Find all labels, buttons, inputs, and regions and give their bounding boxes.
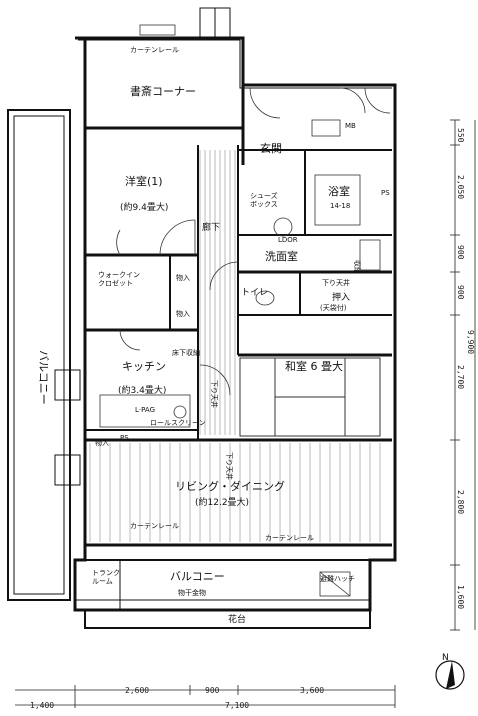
label-lowered-ceiling-2: 下り天井 [210,380,219,408]
label-washroom: 洗面室 [265,249,298,263]
label-storage: 収納 [353,260,362,274]
label-food-storage: 床下収納 [172,348,200,357]
door-swings [116,87,391,396]
label-bath: 浴室 [328,184,350,198]
fixtures [99,24,381,597]
label-roll-screen: ロールスクリーン [150,419,206,427]
label-western1-size: (約9.4畳大) [120,201,168,213]
dim-r-6: 1,600 [456,585,465,609]
dim-r-2: 900 [456,245,465,260]
label-lowered-ceiling-closet: 下り天井 [322,278,350,287]
dim-r-3: 900 [456,285,465,300]
dim-r-0: 550 [456,128,465,143]
dim-b-left: 1,400 [30,701,54,710]
label-washer: LDOR [278,236,298,244]
label-balcony-bottom: バルコニー [170,570,225,583]
label-closet-note: (天袋付) [320,303,347,312]
label-balcony-side: バルコニー [37,350,50,405]
label-curtain-rail-3: カーテンレール [265,534,314,542]
dim-r-4: 2,700 [456,365,465,389]
label-corridor: 廊下 [202,221,220,233]
label-ld: L·PAG [135,406,155,414]
label-living-dining: リビング・ダイニング [175,479,285,493]
label-lowered-ceiling-3: 下り天井 [225,452,234,480]
label-shoes-box: シューズボックス [250,191,278,208]
dim-b-0: 2,600 [125,686,149,695]
label-toilet: トイレ [241,288,268,298]
label-trunk-room: トランクルーム [92,569,120,585]
label-living-dining-size: (約12.2畳大) [195,496,249,508]
label-curtain-rail-1: カーテンレール [130,46,179,54]
label-storage-in-2: 物入 [176,309,190,318]
dim-b-total: 7,100 [225,701,249,710]
dim-r-1: 2,050 [456,175,465,199]
label-ps-1: PS [381,189,390,197]
label-storage-in-1: 物入 [176,273,190,282]
label-hatch: 避難ハッチ [320,574,355,583]
dimensions-bottom [15,685,396,708]
label-ps-2: PS [120,434,129,442]
dimensions-right [450,119,476,631]
label-walkin: ウォークインクロゼット [98,271,140,287]
label-flower-bed: 花台 [228,613,246,625]
label-washitsu: 和室 6 畳大 [285,359,343,373]
north-arrow-icon: N [435,653,465,690]
windows [54,7,231,486]
label-entrance: 玄関 [260,141,282,155]
label-study: 書斎コーナー [130,84,196,98]
tatami [239,357,381,437]
floor-hatch [89,150,381,542]
dim-bottom-labels: 1,400 2,600 900 3,600 7,100 [30,686,324,710]
label-western1: 洋室(1) [125,174,163,188]
label-storage-in-3: 物入 [95,438,109,447]
dim-r-total: 9,900 [466,330,475,354]
label-curtain-rail-2: カーテンレール [130,522,179,530]
dim-right-labels: 550 2,050 900 900 2,700 2,800 1,600 9,90… [456,128,475,609]
walls [7,36,397,629]
label-hanger: 物干金物 [178,588,206,597]
label-kitchen: キッチン [122,360,166,373]
dim-b-2: 3,600 [300,686,324,695]
label-mb: MB [345,122,356,130]
dim-b-1: 900 [205,686,220,695]
label-bath-size: 14-18 [330,202,350,210]
north-label: N [442,653,449,663]
label-closet: 押入 [332,291,350,303]
dim-r-5: 2,800 [456,490,465,514]
label-kitchen-size: (約3.4畳大) [118,384,166,396]
